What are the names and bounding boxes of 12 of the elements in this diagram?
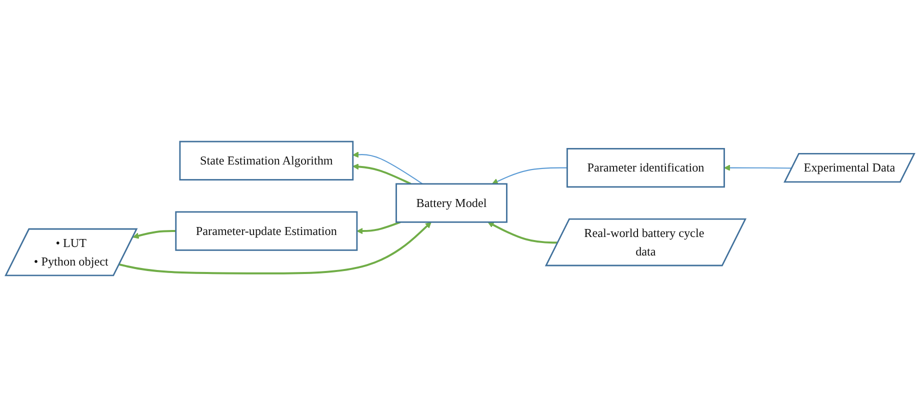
node-box: Battery Model (396, 183, 508, 223)
node-box: Parameter-update Estimation (175, 211, 358, 251)
arrow (352, 152, 423, 184)
node-box: Parameter identification (566, 148, 725, 188)
arrow (492, 167, 568, 184)
node-box: State Estimation Algorithm (179, 140, 354, 180)
arrow (356, 221, 401, 234)
arrow (132, 230, 176, 239)
arrow (352, 164, 412, 185)
arrow (119, 222, 432, 274)
arrow (488, 222, 558, 244)
arrow (724, 164, 792, 171)
